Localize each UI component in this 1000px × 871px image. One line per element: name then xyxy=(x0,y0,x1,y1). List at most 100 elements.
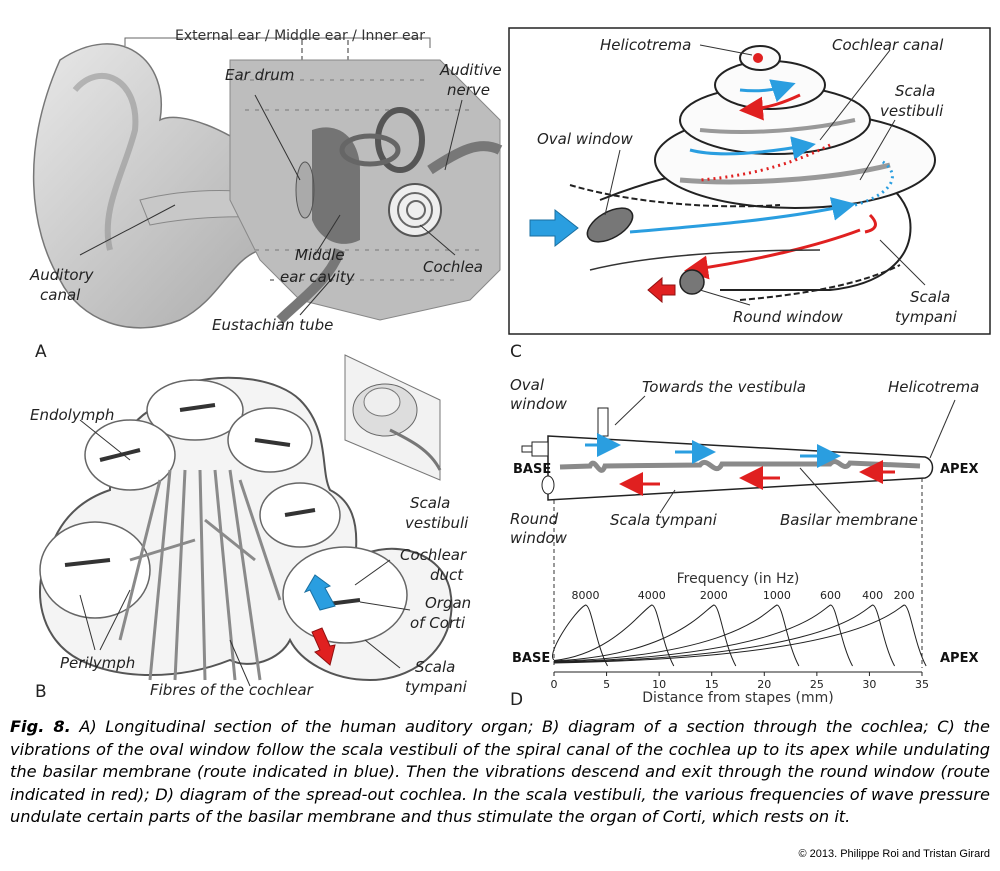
blue-route xyxy=(629,197,856,234)
helicotrema-mark xyxy=(753,53,763,63)
base-tube xyxy=(739,264,901,301)
x-tick-label: 0 xyxy=(551,678,558,691)
frequency-curve xyxy=(553,604,853,667)
label-scala-tympani-1: Scala xyxy=(910,288,950,306)
leader-line xyxy=(929,399,956,459)
label-organ-1: Organ xyxy=(425,594,471,612)
frequency-label: 600 xyxy=(820,589,841,602)
leader-line xyxy=(79,419,131,461)
leader-line xyxy=(79,204,176,256)
eardrum-shape xyxy=(295,161,315,219)
frequency-curve xyxy=(553,604,675,667)
middle-ear-shape xyxy=(312,127,360,244)
inset-cochlea xyxy=(344,354,442,481)
panel-c: Helicotrema Cochlear canal Scala vestibu… xyxy=(508,27,991,362)
label-fibres: Fibres of the cochlear xyxy=(150,681,314,699)
label-scala-vestibuli-1: Scala xyxy=(895,82,935,100)
skull-section xyxy=(229,59,501,321)
chamber xyxy=(84,419,176,491)
label-scala-tympani-2: tympani xyxy=(895,308,958,326)
leader-line xyxy=(79,594,96,651)
x-tick-label: 30 xyxy=(862,678,876,691)
label-helicotrema: Helicotrema xyxy=(600,36,691,54)
round-window-bulge xyxy=(541,475,555,495)
leader-line xyxy=(419,224,456,256)
leader-line xyxy=(364,639,401,669)
x-tick-label: 15 xyxy=(705,678,719,691)
leader-line xyxy=(659,489,676,514)
panel-a-letter: A xyxy=(35,342,47,362)
figure-caption: Fig. 8. A) Longitudinal section of the h… xyxy=(10,716,990,829)
caption-text: A) Longitudinal section of the human aud… xyxy=(10,717,990,826)
leader-line xyxy=(699,44,753,56)
leader-line xyxy=(859,119,896,181)
section-bracket xyxy=(124,37,431,48)
frequency-label: 1000 xyxy=(763,589,791,602)
label-round-window-2: window xyxy=(510,529,568,547)
leader-line xyxy=(614,395,646,426)
round-window-shape xyxy=(679,269,705,295)
red-route xyxy=(864,213,877,234)
red-arrow xyxy=(311,627,336,666)
base-tube xyxy=(589,249,821,271)
label-basilar-membrane: Basilar membrane xyxy=(780,511,918,529)
figure-canvas: External ear / Middle ear / Inner ear Ea… xyxy=(29,27,991,710)
label-auditive-nerve-1: Auditive xyxy=(439,61,502,79)
label-towards: Towards the vestibula xyxy=(642,378,806,396)
caption-fignum: Fig. 8. xyxy=(10,717,71,736)
leader-line xyxy=(444,99,463,171)
label-apex: APEX xyxy=(940,462,979,477)
leader-line xyxy=(254,94,301,181)
label-scala-vestibuli-1: Scala xyxy=(410,494,450,512)
label-middle-ear-2: ear cavity xyxy=(280,268,356,286)
label-scala-tympani-2: tympani xyxy=(405,678,468,696)
leader-line xyxy=(359,601,411,611)
red-route xyxy=(739,93,801,121)
label-auditory-canal-1: Auditory xyxy=(29,266,95,284)
frequency-curve xyxy=(553,604,896,667)
bone-texture xyxy=(240,79,480,281)
label-endolymph: Endolymph xyxy=(30,406,114,424)
leader-line xyxy=(699,289,751,306)
label-oval-window: Oval window xyxy=(537,130,633,148)
chamber xyxy=(39,521,151,619)
label-scala-tympani-1: Scala xyxy=(415,658,455,676)
panel-c-frame xyxy=(508,27,991,335)
label-scala-tympani: Scala tympani xyxy=(610,511,718,529)
label-oval-window-1: Oval xyxy=(510,376,545,394)
blue-input-arrow xyxy=(529,208,579,248)
label-perilymph: Perilymph xyxy=(60,654,135,672)
chamber xyxy=(282,546,408,644)
label-middle-ear-1: Middle xyxy=(295,246,345,264)
label-round-window: Round window xyxy=(733,308,844,326)
label-helicotrema: Helicotrema xyxy=(888,378,979,396)
leader-line xyxy=(229,639,251,687)
label-cochlear-canal: Cochlear canal xyxy=(832,36,944,54)
frequency-curve xyxy=(552,604,608,667)
leader-line xyxy=(819,49,891,141)
outer-ear-illustration xyxy=(32,43,301,329)
label-cochlear-duct-1: Cochlear xyxy=(400,546,467,564)
chart-title: Frequency (in Hz) xyxy=(677,571,800,587)
panel-b: Endolymph Perilymph Fibres of the cochle… xyxy=(30,354,471,702)
frequency-label: 4000 xyxy=(638,589,666,602)
label-base: BASE xyxy=(513,462,551,477)
label-auditory-canal-2: canal xyxy=(40,286,81,304)
nerve-shape xyxy=(427,141,503,175)
x-tick-label: 20 xyxy=(757,678,771,691)
basilar-membrane xyxy=(559,459,921,473)
panel-a: External ear / Middle ear / Inner ear Ea… xyxy=(29,28,503,362)
leader-line xyxy=(799,467,841,514)
base-tube xyxy=(569,184,781,208)
label-scala-vestibuli-2: vestibuli xyxy=(405,514,469,532)
leader-line xyxy=(314,214,341,256)
membrane-band xyxy=(679,162,891,185)
label-eustachian: Eustachian tube xyxy=(212,316,333,334)
blue-route xyxy=(739,79,796,103)
copyright-notice: © 2013. Philippe Roi and Tristan Girard xyxy=(798,848,990,860)
leader-line xyxy=(354,559,391,586)
red-route xyxy=(684,228,861,280)
chamber xyxy=(146,379,244,441)
x-tick-label: 25 xyxy=(810,678,824,691)
